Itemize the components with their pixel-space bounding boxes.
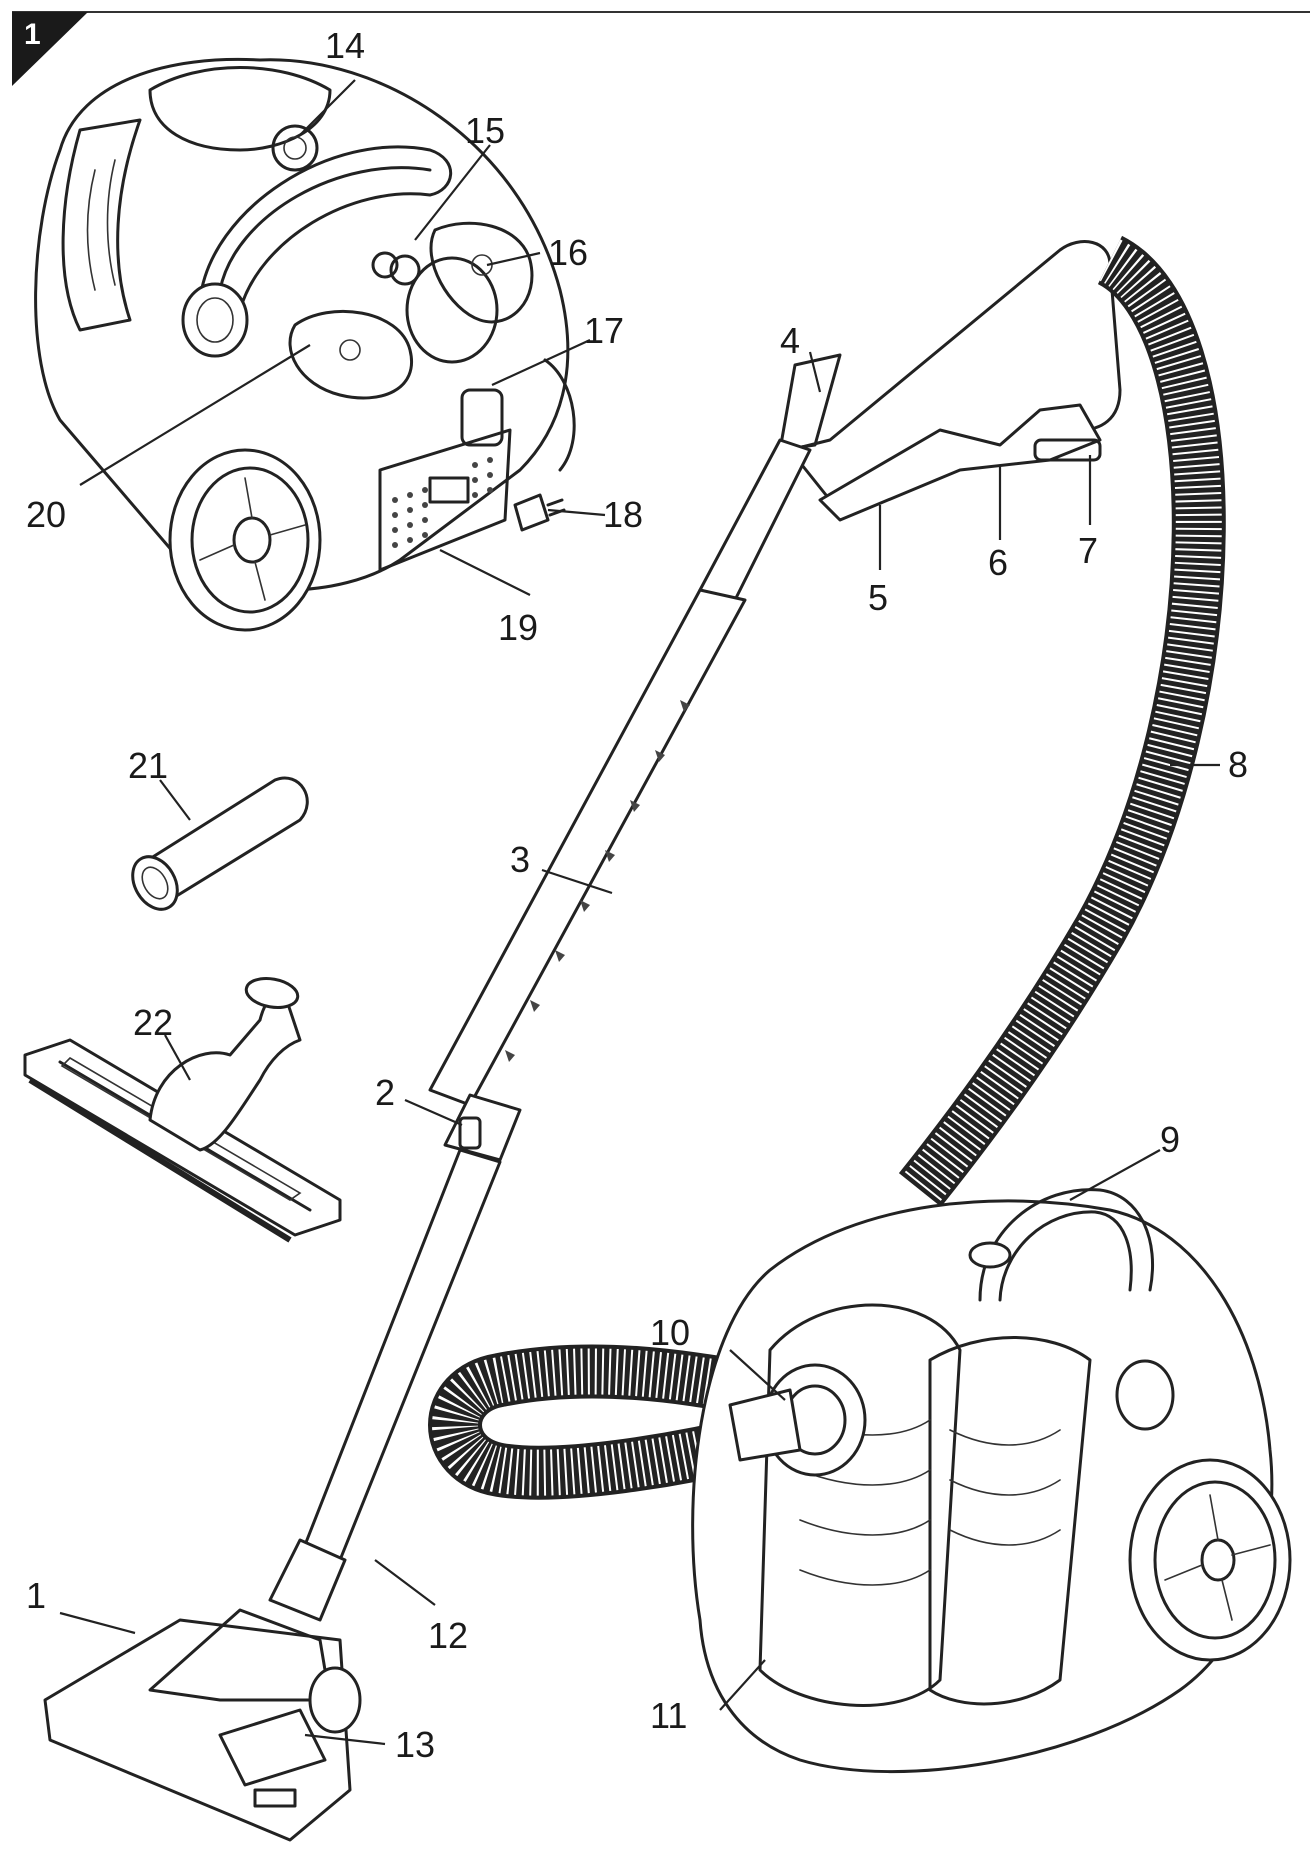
callout-12: 12 [428,1615,468,1656]
callout-17: 17 [584,310,624,351]
callout-19: 19 [498,607,538,648]
callout-16: 16 [548,232,588,273]
callout-18: 18 [603,494,643,535]
callout-5: 5 [868,577,888,618]
callout-21: 21 [128,745,168,786]
callout-2: 2 [375,1072,395,1113]
callout-6: 6 [988,542,1008,583]
leader-lines [59,79,1220,1746]
rear-view-body-illustration [34,57,576,632]
figure-badge: 1 [12,12,88,86]
tube-notches [505,700,690,1062]
callout-labels: 1 2 3 4 5 6 7 8 9 10 11 12 13 14 15 16 1… [26,25,1248,1765]
callout-7: 7 [1078,530,1098,571]
grille-dots [392,457,493,548]
callout-14: 14 [325,25,365,66]
callout-8: 8 [1228,744,1248,785]
callout-22: 22 [133,1002,173,1043]
callout-13: 13 [395,1724,435,1765]
callout-10: 10 [650,1312,690,1353]
main-body-illustration [691,1188,1292,1773]
callout-1: 1 [26,1575,46,1616]
callout-15: 15 [465,110,505,151]
parquet-brush-illustration [23,976,342,1243]
brush-bristles [28,1077,292,1243]
hose-illustration [428,235,1226,1500]
wand-illustration [43,240,1122,1842]
callout-3: 3 [510,839,530,880]
callout-9: 9 [1160,1119,1180,1160]
extension-tube-illustration [131,776,309,911]
callout-11: 11 [650,1695,687,1736]
figure-number: 1 [24,18,41,51]
callout-20: 20 [26,494,66,535]
callout-4: 4 [780,320,800,361]
